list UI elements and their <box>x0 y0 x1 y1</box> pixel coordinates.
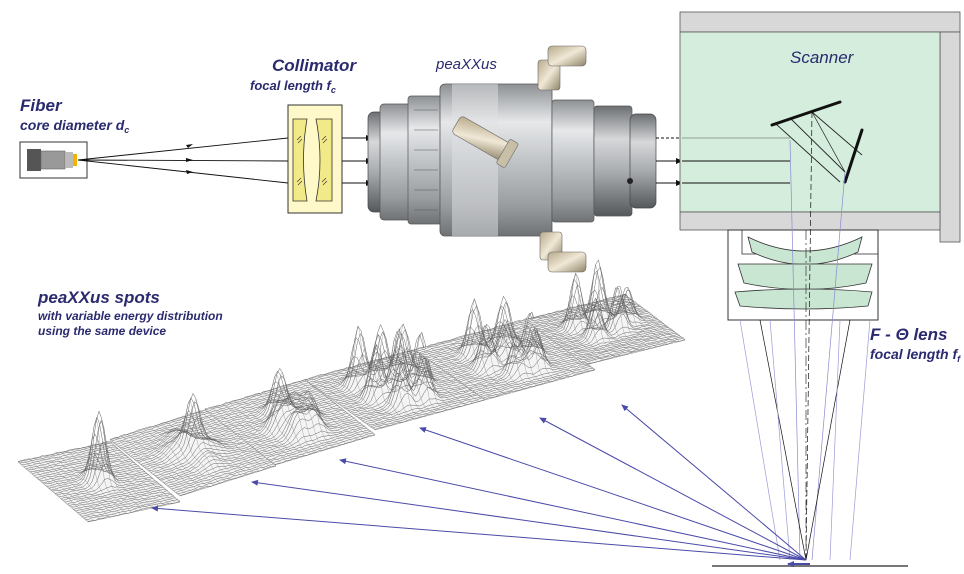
fiber-subtitle: core diameter dc <box>20 117 129 135</box>
lens-title: F - Θ lens <box>870 325 947 345</box>
collimator-box <box>288 105 342 213</box>
collimator-subtitle: focal length fc <box>250 78 336 95</box>
collimated-beam <box>342 138 372 183</box>
collimator-title: Collimator <box>272 56 356 76</box>
spots-desc-line2: using the same device <box>38 324 166 338</box>
lens-subtitle: focal length ff <box>870 346 960 364</box>
device-name: peaXXus <box>436 56 497 73</box>
device-output-beam <box>656 138 682 183</box>
fiber-title: Fiber <box>20 96 62 116</box>
f-theta-lens <box>728 230 878 320</box>
peaxxus-device <box>368 46 656 272</box>
scanner-title: Scanner <box>790 48 853 68</box>
work-plane <box>712 564 908 566</box>
fiber-connector <box>20 142 87 178</box>
spots-desc-line1: with variable energy distribution <box>38 309 223 323</box>
spots-title: peaXXus spots <box>38 288 160 308</box>
fiber-beam <box>78 138 288 183</box>
